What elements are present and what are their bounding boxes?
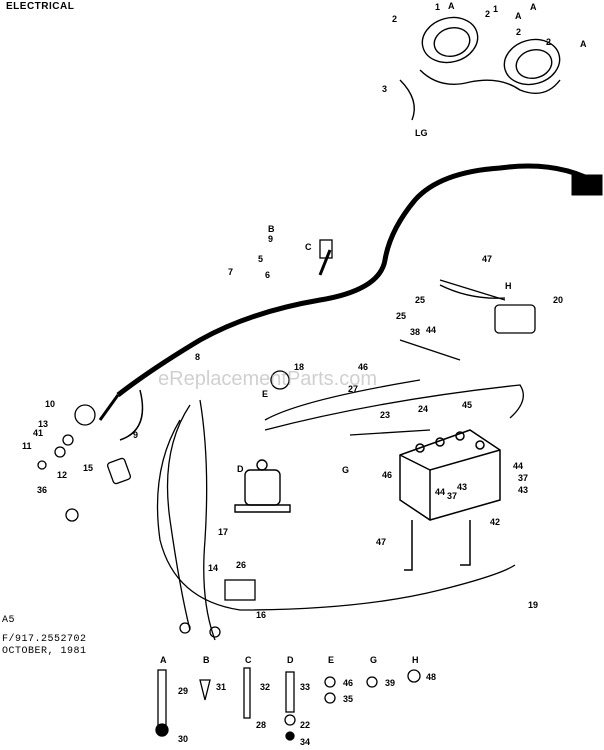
callout-9: 9 — [268, 234, 273, 244]
callout-c: C — [305, 242, 312, 252]
callout-10: 10 — [45, 399, 55, 409]
callout-6: 6 — [265, 270, 270, 280]
hardware-row — [155, 667, 421, 741]
callout-24: 24 — [418, 404, 428, 414]
callout-lg: LG — [415, 128, 428, 138]
hardware-labels: A 29 30 B 31 C 32 28 D 33 22 34 E 46 35 … — [160, 655, 436, 747]
callout-25: 25 — [415, 295, 425, 305]
hardware-letter: A — [160, 655, 167, 665]
components — [37, 239, 536, 638]
callout-44: 44 — [435, 487, 445, 497]
hardware-part: 28 — [256, 720, 266, 730]
callout-16: 16 — [256, 610, 266, 620]
hardware-letter: G — [370, 655, 377, 665]
hardware-part: 30 — [178, 734, 188, 744]
page-title: ELECTRICAL — [6, 1, 75, 12]
callout-45: 45 — [462, 400, 472, 410]
callout-2: 2 — [516, 27, 521, 37]
callout-23: 23 — [380, 410, 390, 420]
callout-11: 11 — [22, 441, 32, 451]
callout-g: G — [342, 465, 349, 475]
callout-37: 37 — [518, 473, 528, 483]
callout-26: 26 — [236, 560, 246, 570]
callout-1: 1 — [493, 4, 498, 14]
hardware-letter: E — [328, 655, 334, 665]
callout-a: A — [580, 39, 587, 49]
callout-18: 18 — [294, 362, 304, 372]
callout-46: 46 — [382, 470, 392, 480]
hardware-part: 48 — [426, 672, 436, 682]
diagram-code: A5 — [2, 615, 16, 626]
callout-b: B — [268, 224, 275, 234]
callout-42: 42 — [490, 517, 500, 527]
callout-46: 46 — [358, 362, 368, 372]
callout-37: 37 — [447, 491, 457, 501]
hardware-letter: H — [412, 655, 419, 665]
callout-47: 47 — [482, 254, 492, 264]
callout-41: 41 — [33, 428, 43, 438]
callout-17: 17 — [218, 527, 228, 537]
callout-13: 13 — [38, 419, 48, 429]
hardware-letter: B — [203, 655, 210, 665]
callout-7: 7 — [228, 267, 233, 277]
callout-3: 3 — [382, 84, 387, 94]
callout-d: D — [237, 464, 244, 474]
hardware-part: 39 — [385, 678, 395, 688]
callout-a: A — [448, 1, 455, 11]
callout-14: 14 — [208, 563, 218, 573]
watermark: eReplacementParts.com — [158, 368, 377, 390]
callout-8: 8 — [195, 352, 200, 362]
hardware-letter: C — [245, 655, 252, 665]
hardware-part: 46 — [343, 678, 353, 688]
callout-25: 25 — [396, 311, 406, 321]
revision-date: OCTOBER, 1981 — [2, 646, 87, 657]
secondary-wires — [156, 279, 524, 641]
callout-44: 44 — [513, 461, 523, 471]
hardware-part: 22 — [300, 720, 310, 730]
callout-27: 27 — [348, 384, 358, 394]
callout-36: 36 — [37, 485, 47, 495]
hardware-part: 34 — [300, 737, 310, 747]
callout-20: 20 — [553, 295, 563, 305]
hardware-part: 33 — [300, 682, 310, 692]
callout-38: 38 — [410, 327, 420, 337]
solenoid — [234, 459, 291, 513]
callout-a: A — [530, 2, 537, 12]
callout-2: 2 — [392, 14, 397, 24]
hardware-part: 35 — [343, 694, 353, 704]
callout-a: A — [515, 11, 522, 21]
callout-1: 1 — [435, 2, 440, 12]
model-number: F/917.2552702 — [2, 634, 87, 645]
hardware-part: 31 — [216, 682, 226, 692]
callout-5: 5 — [258, 254, 263, 264]
hardware-part: 32 — [260, 682, 270, 692]
callout-h: H — [505, 281, 512, 291]
wire-harness — [98, 163, 603, 441]
headlights — [399, 16, 561, 121]
callout-15: 15 — [83, 463, 93, 473]
callout-e: E — [262, 389, 268, 399]
battery — [399, 429, 501, 571]
callout-43: 43 — [518, 485, 528, 495]
callout-labels: 1 1 2 2 2 2 A A A A 3 LG B 9 C 5 6 7 47 … — [22, 1, 587, 620]
callout-12: 12 — [57, 470, 67, 480]
callout-44: 44 — [426, 325, 436, 335]
callout-9: 9 — [133, 430, 138, 440]
hardware-letter: D — [287, 655, 294, 665]
callout-2: 2 — [485, 9, 490, 19]
callout-43: 43 — [457, 482, 467, 492]
callout-2: 2 — [546, 37, 551, 47]
hardware-part: 29 — [178, 686, 188, 696]
callout-47: 47 — [376, 537, 386, 547]
callout-19: 19 — [528, 600, 538, 610]
